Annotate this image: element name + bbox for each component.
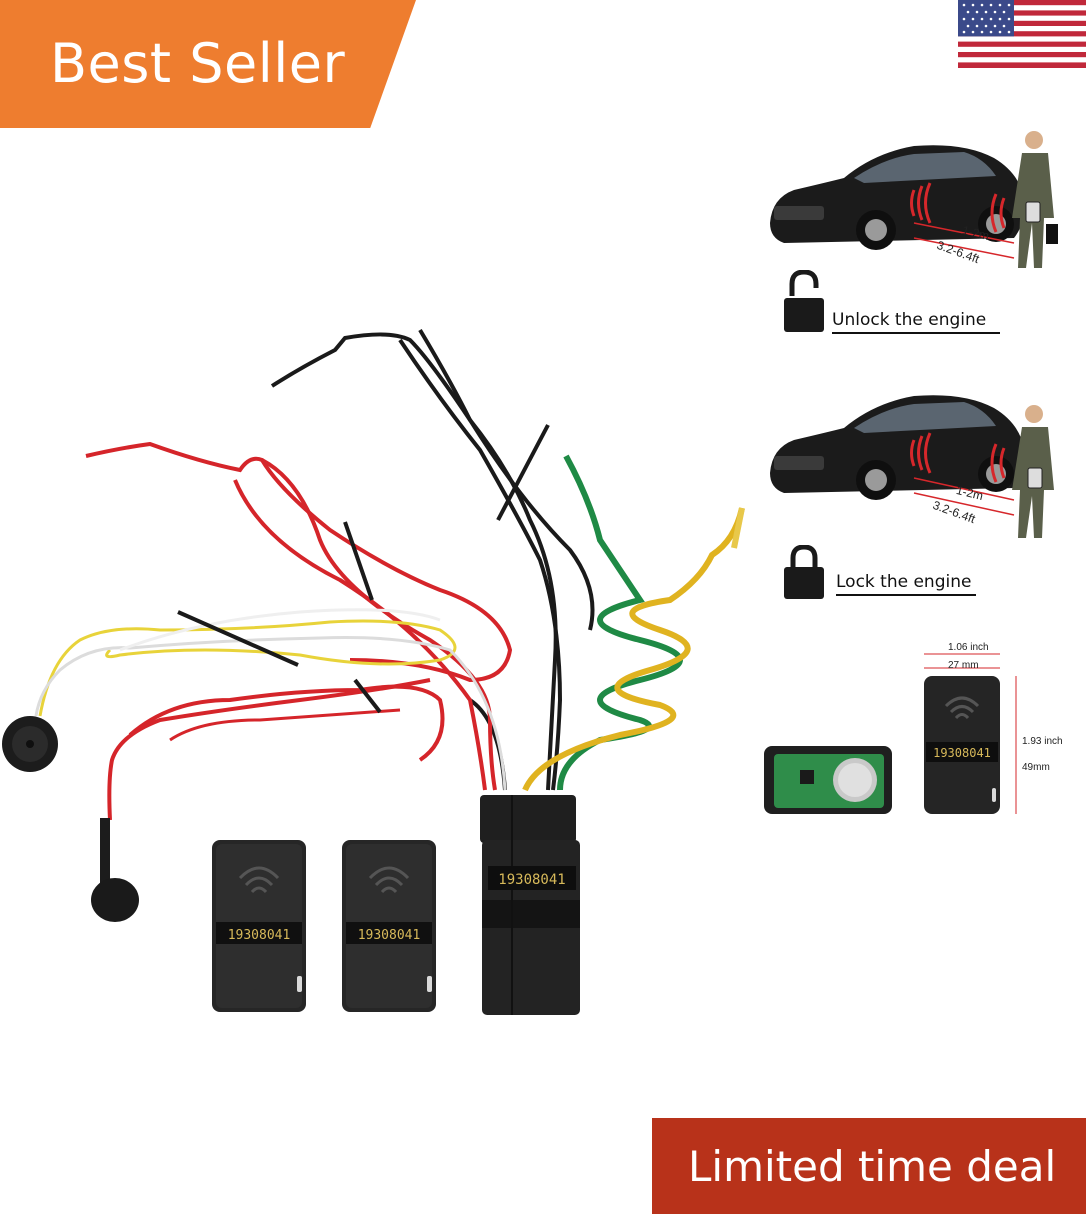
dimension-remote-code: 19308041: [933, 746, 991, 760]
lock-icon: [784, 545, 824, 599]
lock-label: Lock the engine: [836, 572, 976, 596]
width-inch-label: 1.06 inch: [948, 642, 989, 653]
unlock-label: Unlock the engine: [832, 310, 1000, 334]
module-serial-code: 19308041: [498, 872, 565, 888]
unlock-scene-illustration: [770, 131, 1058, 268]
unlock-icon: [784, 270, 824, 332]
remote-1-code: 19308041: [228, 928, 291, 943]
height-mm-label: 49mm: [1022, 762, 1050, 773]
best-seller-badge: Best Seller: [0, 0, 416, 128]
immobilizer-product-illustration: 19308041 19308041 19308041: [2, 328, 745, 1015]
limited-time-deal-label: Limited time deal: [688, 1142, 1057, 1191]
us-flag-icon: [958, 0, 1086, 68]
remote-dimensions-diagram: 19308041: [764, 653, 1017, 814]
best-seller-label: Best Seller: [50, 32, 346, 95]
lock-scene-illustration: [770, 395, 1054, 538]
remote-2-code: 19308041: [358, 928, 421, 943]
height-inch-label: 1.93 inch: [1022, 736, 1063, 747]
limited-time-deal-badge: Limited time deal: [652, 1118, 1086, 1214]
width-mm-label: 27 mm: [948, 660, 979, 671]
